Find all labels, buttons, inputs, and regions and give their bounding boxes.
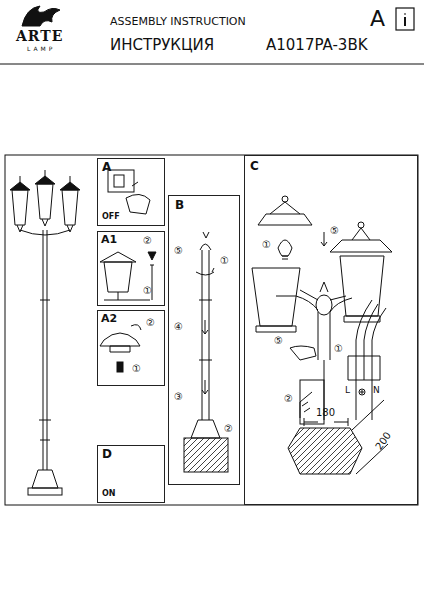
instruction-panel: A1 — [97, 231, 165, 306]
callout-number: ④ — [174, 322, 183, 332]
brand-name: ARTE — [16, 29, 63, 43]
callout-number: ⑤ — [174, 246, 183, 256]
panel-letter: A2 — [101, 313, 117, 324]
header-title: ASSEMBLY INSTRUCTION — [110, 16, 246, 27]
instruction-panel: C — [244, 155, 418, 505]
callout-number: ① — [262, 240, 271, 250]
panel-letter: D — [102, 448, 112, 460]
callout-number: ⑤ — [330, 226, 339, 236]
callout-number: ② — [284, 394, 293, 404]
callout-number: ② — [143, 236, 152, 246]
language-letter: A — [370, 8, 385, 30]
instruction-panel: D ON — [97, 445, 165, 503]
callout-number: ① — [220, 256, 229, 266]
panel-letter: C — [250, 160, 259, 172]
callout-number: ① — [132, 364, 141, 374]
panel-letter: A1 — [101, 234, 117, 245]
dimension: 180 — [316, 408, 335, 418]
switch-state: OFF — [102, 213, 120, 221]
callout-number: ⑤ — [274, 336, 283, 346]
dimension: 200 — [374, 430, 393, 451]
terminal-label: L — [345, 386, 350, 395]
panel-letter: A — [102, 161, 111, 173]
instruction-panel: A OFF — [97, 158, 165, 226]
callout-number: ② — [224, 424, 233, 434]
callout-number: ① — [143, 286, 152, 296]
callout-number: ② — [146, 318, 155, 328]
callout-number: ① — [334, 344, 343, 354]
callout-number: ③ — [174, 392, 183, 402]
brand-sub: LAMP — [27, 46, 55, 52]
header-title: ИНСТРУКЦИЯ — [110, 38, 214, 53]
instruction-panel: B — [168, 195, 240, 485]
model-number: A1017PA-3BK — [266, 38, 368, 53]
terminal-label: N — [373, 386, 380, 395]
switch-state: ON — [102, 490, 116, 498]
panel-letter: B — [175, 199, 184, 211]
